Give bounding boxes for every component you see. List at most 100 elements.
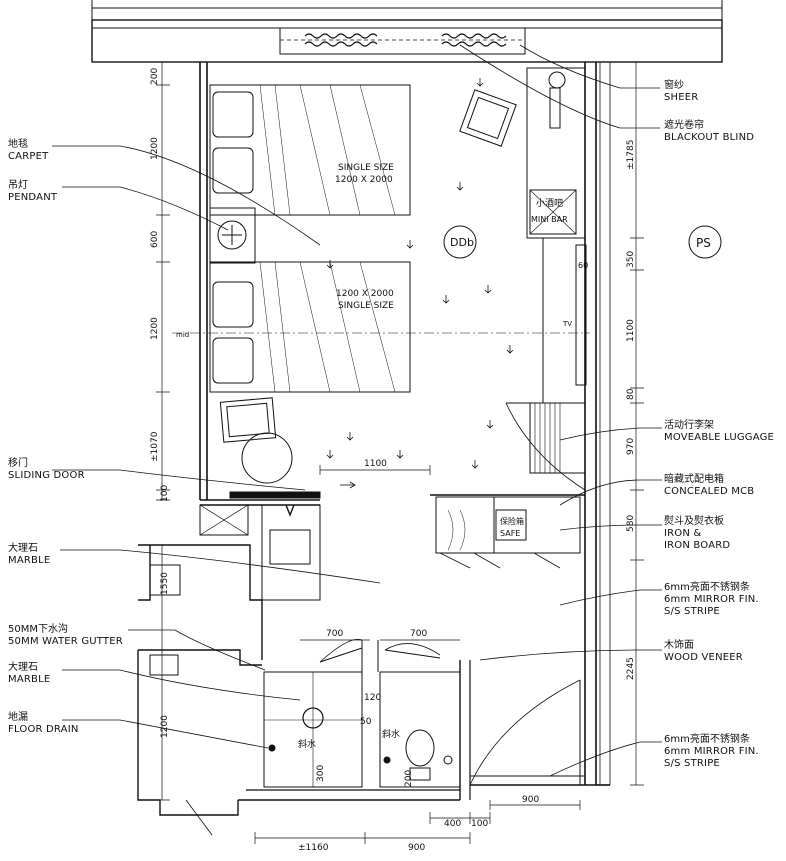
label-sheer-en: SHEER [664, 92, 699, 103]
label-iron-board-en2: IRON BOARD [664, 540, 731, 551]
dimension-lines-right [630, 61, 644, 786]
dim-right-970: 970 [626, 438, 636, 455]
label-concealed-mcb: 暗藏式配电箱 CONCEALED MCB [664, 474, 754, 498]
label-blackout-blind-en: BLACKOUT BLIND [664, 132, 755, 143]
dim-inner-200: 200 [404, 770, 414, 787]
dim-left-1200b: 1200 [150, 317, 160, 340]
label-blackout-blind-zh: 遮光卷帘 [664, 120, 704, 131]
luggage-rack [505, 402, 586, 491]
label-water-gutter: 50MM下水沟 50MM WATER GUTTER [8, 624, 123, 648]
label-blackout-blind: 遮光卷帘 BLACKOUT BLIND [664, 120, 754, 144]
dim-bottom-100: 100 [471, 819, 488, 829]
label-water-gutter-zh: 50MM下水沟 [8, 624, 68, 635]
dimension-lines-left [156, 61, 170, 801]
dim-bottom-1160: ±1160 [298, 843, 329, 853]
dim-inner-1100: 1100 [364, 459, 387, 469]
dim-right-580: 580 [626, 515, 636, 532]
toilet-slope-label: 斜水 [382, 728, 400, 740]
dim-right-1785: ±1785 [626, 140, 636, 170]
label-marble-2-en: MARBLE [8, 674, 51, 685]
label-floor-drain-zh: 地漏 [8, 712, 28, 723]
safe-en-label: SAFE [500, 529, 520, 538]
room-tag: DDb [450, 236, 474, 249]
minibar-en-label: MINI BAR [531, 215, 568, 224]
entry-door [469, 679, 581, 786]
exterior-window-wall [91, 0, 723, 63]
label-carpet-en: CARPET [8, 151, 49, 162]
label-sliding-door-zh: 移门 [8, 458, 28, 469]
bed-upper-size-label: SINGLE SIZE [338, 163, 394, 173]
dim-left-1550: 1550 [160, 572, 170, 595]
toilet-room [379, 671, 461, 788]
dim-bottom-900a: 900 [522, 795, 539, 805]
label-mirror-stripe-1-en2: S/S STRIPE [664, 606, 720, 617]
label-iron-board-en: IRON & [664, 528, 702, 539]
carpet-arrows [326, 78, 514, 469]
dim-bottom-900b: 900 [408, 843, 425, 853]
dim-inner-300: 300 [316, 765, 326, 782]
label-mirror-stripe-2-zh: 6mm亮面不锈钢条 [664, 734, 750, 745]
dim-inner-50: 50 [360, 717, 372, 727]
label-pendant-en: PENDANT [8, 192, 58, 203]
armchair-top [459, 89, 517, 147]
label-mirror-stripe-2: 6mm亮面不锈钢条 6mm MIRROR FIN. S/S STRIPE [664, 734, 759, 770]
label-moveable-luggage-en: MOVEABLE LUGGAGE [664, 432, 775, 443]
leader-lines-left [52, 145, 381, 749]
right-cabinet [526, 67, 587, 404]
label-iron-board: 熨斗及熨衣板 IRON & IRON BOARD [664, 516, 730, 552]
label-sheer-zh: 窗纱 [664, 80, 684, 91]
label-pendant: 吊灯 PENDANT [8, 180, 57, 204]
dim-left-1200a: 1200 [150, 137, 160, 160]
stray-leader [185, 799, 213, 836]
sliding-door [229, 481, 356, 499]
dim-bottom-400: 400 [444, 819, 461, 829]
dim-right-350: 350 [626, 251, 636, 268]
label-mirror-stripe-2-en: 6mm MIRROR FIN. [664, 746, 759, 757]
bathroom-doors [319, 638, 441, 672]
dim-left-100: 100 [160, 485, 170, 502]
bed-lower-dim-label: 1200 X 2000 [336, 289, 394, 299]
label-carpet: 地毯 CARPET [8, 139, 48, 163]
bed-upper-dim-label: 1200 X 2000 [335, 175, 393, 185]
sheer-curtain-squiggle [280, 33, 525, 47]
label-wood-veneer: 木饰面 WOOD VENEER [664, 640, 743, 664]
label-mirror-stripe-1-en: 6mm MIRROR FIN. [664, 594, 759, 605]
nightstand [209, 207, 256, 264]
bed-lower-size-label: SINGLE SIZE [338, 301, 394, 311]
label-marble-1-zh: 大理石 [8, 543, 38, 554]
label-mirror-stripe-2-en2: S/S STRIPE [664, 758, 720, 769]
ps-tag-circle [688, 225, 722, 259]
room-tag-circle [443, 225, 477, 259]
label-mirror-stripe-1-zh: 6mm亮面不锈钢条 [664, 582, 750, 593]
safe-zh-label: 保险箱 [500, 516, 524, 526]
dim-right-80: 80 [626, 388, 636, 400]
label-floor-drain: 地漏 FLOOR DRAIN [8, 712, 79, 736]
label-iron-board-zh: 熨斗及熨衣板 [664, 516, 724, 527]
dim-inner-700a: 700 [326, 629, 343, 639]
label-sliding-door-en: SLIDING DOOR [8, 470, 85, 481]
leader-lines-right [459, 44, 662, 777]
label-wood-veneer-zh: 木饰面 [664, 640, 694, 651]
label-marble-1: 大理石 MARBLE [8, 543, 50, 567]
label-marble-2-zh: 大理石 [8, 662, 38, 673]
dim-right-1100: 1100 [626, 319, 636, 342]
dim-right-60: 60 [578, 261, 588, 270]
dim-right-2245: 2245 [626, 657, 636, 680]
wardrobe [435, 496, 581, 569]
label-water-gutter-en: 50MM WATER GUTTER [8, 636, 123, 647]
label-sliding-door: 移门 SLIDING DOOR [8, 458, 85, 482]
bed-upper [209, 84, 411, 216]
label-floor-drain-en: FLOOR DRAIN [8, 724, 79, 735]
label-moveable-luggage: 活动行李架 MOVEABLE LUGGAGE [664, 420, 774, 444]
dim-left-1070: ±1070 [150, 431, 160, 462]
vanity [261, 504, 321, 601]
tv-label: TV [562, 320, 572, 328]
dim-inner-120: 120 [364, 693, 381, 703]
dim-left-1200c: 1200 [160, 715, 170, 738]
label-pendant-zh: 吊灯 [8, 180, 28, 191]
ps-tag: PS [696, 236, 711, 250]
dim-inner-700b: 700 [410, 629, 427, 639]
label-concealed-mcb-en: CONCEALED MCB [664, 486, 755, 497]
